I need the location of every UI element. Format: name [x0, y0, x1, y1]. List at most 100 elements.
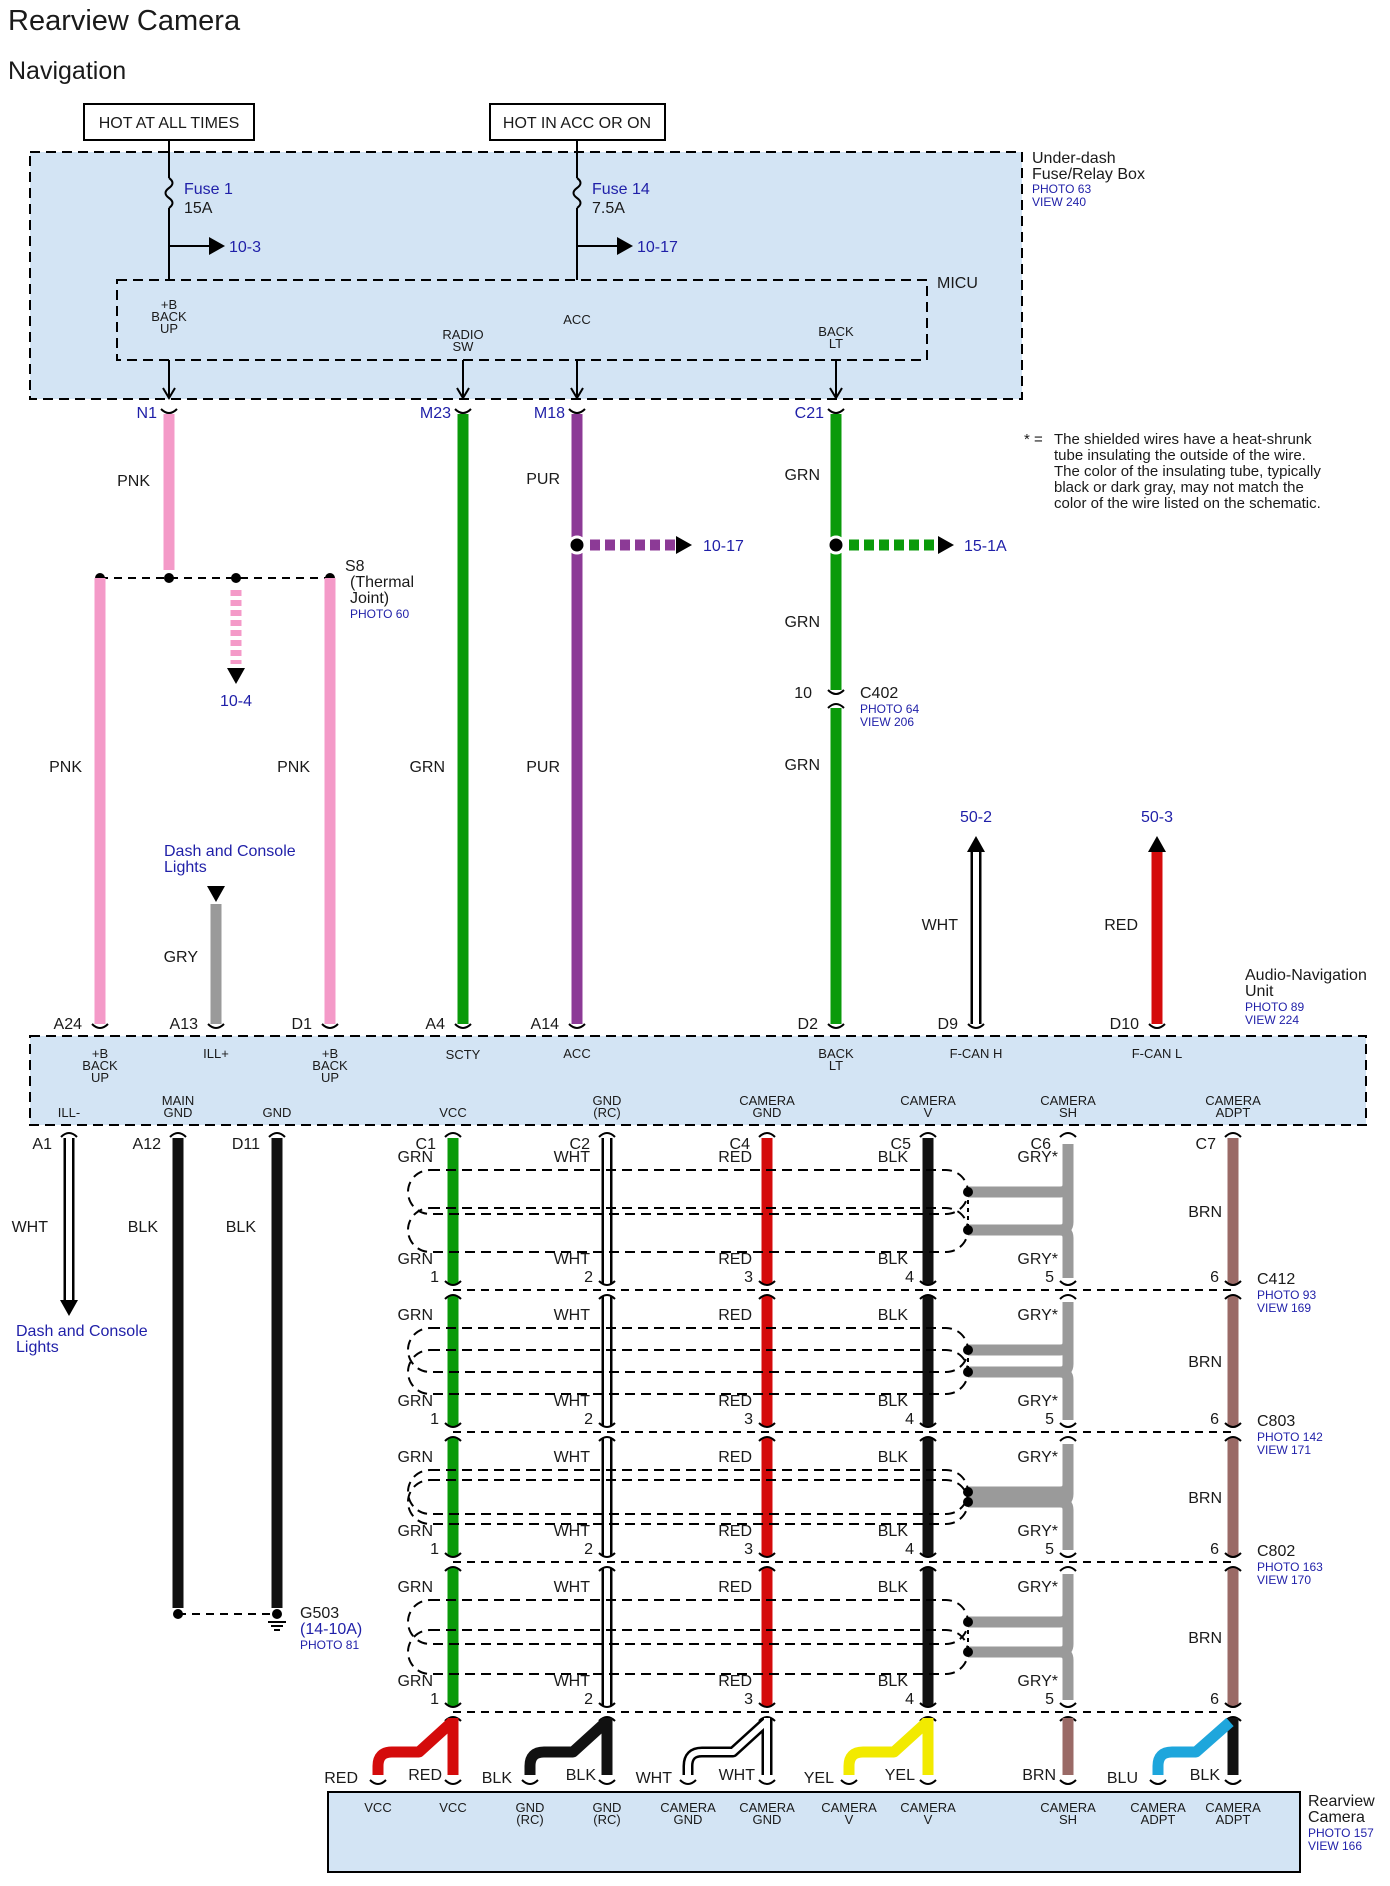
harness-connector [444, 1552, 462, 1558]
harness-connector [444, 1280, 462, 1286]
nav-pin [454, 1023, 472, 1029]
harness-connector [1224, 1702, 1242, 1708]
nav-pin-label: C6 [1031, 1136, 1052, 1153]
wire-color-label: BLK [878, 1673, 909, 1690]
wire-color-label: BLK [878, 1307, 909, 1324]
camera-terminal: CAMERA [660, 1800, 716, 1815]
splice-dot [826, 535, 846, 555]
output-arrow [60, 1300, 78, 1316]
nav-terminal: SCTY [446, 1047, 481, 1062]
wire-color-label: GRN [397, 1449, 433, 1466]
nav-terminal: VCC [439, 1105, 466, 1120]
nav-pin-label: A24 [54, 1016, 83, 1033]
connector-view: VIEW 171 [1257, 1443, 1311, 1457]
nav-pin [758, 1132, 776, 1138]
connector-pin-label: 5 [1045, 1269, 1054, 1286]
branch-ref: 10-4 [220, 693, 252, 710]
rearview-camera [327, 1791, 1301, 1873]
wire-color-label: PNK [117, 473, 150, 490]
connector-name: C802 [1257, 1543, 1295, 1560]
camera-photo: PHOTO 157 [1308, 1826, 1374, 1840]
nav-pin [1224, 1132, 1242, 1138]
wire-color-label: PNK [49, 759, 82, 776]
connector-pin-label: 6 [1210, 1411, 1219, 1428]
camera-terminal: CAMERA [900, 1800, 956, 1815]
micu-terminal: LT [829, 336, 843, 351]
wire-color-label: GRN [397, 1393, 433, 1410]
wire-color-label: WHT [554, 1673, 591, 1690]
wire-color-label: GRN [784, 614, 820, 631]
nav-pin [568, 1023, 586, 1029]
nav-pin [598, 1132, 616, 1138]
nav-pin-label: C7 [1196, 1136, 1217, 1153]
nav-terminal: CAMERA [1040, 1093, 1096, 1108]
wire-color-label: GRN [784, 467, 820, 484]
harness-connector [919, 1702, 937, 1708]
connector-pin-label: 4 [905, 1541, 914, 1558]
nav-pin [444, 1132, 462, 1138]
harness-connector [1224, 1552, 1242, 1558]
can-arrow [967, 836, 985, 852]
pigtail-label: YEL [804, 1770, 834, 1787]
fuse-box-pin [454, 408, 472, 414]
fuse-box-photo: PHOTO 63 [1032, 182, 1091, 196]
wire-color-label: BLK [878, 1579, 909, 1596]
harness-connector [919, 1552, 937, 1558]
nav-terminal: CAMERA [900, 1093, 956, 1108]
branch-arrow [209, 237, 225, 255]
wire-color-label: RED [718, 1523, 752, 1540]
connector-pin-label: 2 [584, 1411, 593, 1428]
nav-pin [827, 1023, 845, 1029]
fuse-box-name: Under-dash [1032, 150, 1116, 167]
nav-pin [91, 1023, 109, 1029]
drain-wire [1059, 1496, 1074, 1550]
wire-color-label: WHT [12, 1219, 49, 1236]
connector-pin-label: 6 [1210, 1269, 1219, 1286]
harness-connector [1224, 1566, 1242, 1572]
wire-color-label: RED [1104, 917, 1138, 934]
c402-pin: 10 [794, 685, 812, 702]
shield-loop [407, 1469, 969, 1515]
harness-connector [758, 1702, 776, 1708]
page-title: Rearview Camera [8, 5, 241, 37]
harness-connector [758, 1280, 776, 1286]
pigtail-label: BLK [482, 1770, 513, 1787]
micu-terminal: ACC [563, 312, 590, 327]
dash-lights-label: Lights [16, 1339, 59, 1356]
camera-pin [369, 1779, 387, 1785]
nav-terminal: ILL- [58, 1105, 80, 1120]
drain-wire [1059, 1366, 1074, 1420]
nav-terminal: V [924, 1105, 933, 1120]
c402-name: C402 [860, 685, 898, 702]
camera-name: Rearview [1308, 1793, 1375, 1810]
wire-color-label: BLK [878, 1149, 909, 1166]
nav-pin-label: D2 [798, 1016, 819, 1033]
micu-terminal: RADIO [442, 327, 483, 342]
wire-color-label: RED [718, 1579, 752, 1596]
connector-photo: PHOTO 163 [1257, 1560, 1323, 1574]
harness-connector [598, 1294, 616, 1300]
pin-arrow [162, 387, 176, 400]
wire-color-label: WHT [554, 1523, 591, 1540]
connector-pin-label: 1 [430, 1269, 439, 1286]
camera-pigtail [843, 1717, 934, 1775]
thermal-joint-dot [231, 573, 241, 583]
connector-pin-label: 3 [744, 1411, 753, 1428]
connector-pin-label: 1 [430, 1411, 439, 1428]
connector-pin-label: 3 [744, 1541, 753, 1558]
harness-connector [444, 1422, 462, 1428]
harness-connector [758, 1294, 776, 1300]
pin-arrow [829, 387, 843, 400]
harness-connector [758, 1436, 776, 1442]
micu-terminal: BACK [818, 324, 854, 339]
pigtail-label: RED [408, 1767, 442, 1784]
note-line: color of the wire listed on the schemati… [1054, 495, 1321, 512]
camera-name: Camera [1308, 1809, 1365, 1826]
harness-connector [919, 1436, 937, 1442]
thermal-joint-name: Joint) [350, 590, 389, 607]
pigtail-label: BLK [566, 1767, 597, 1784]
shield-loop [407, 1629, 969, 1675]
wire-color-label: BLK [878, 1251, 909, 1268]
camera-pin [444, 1779, 462, 1785]
